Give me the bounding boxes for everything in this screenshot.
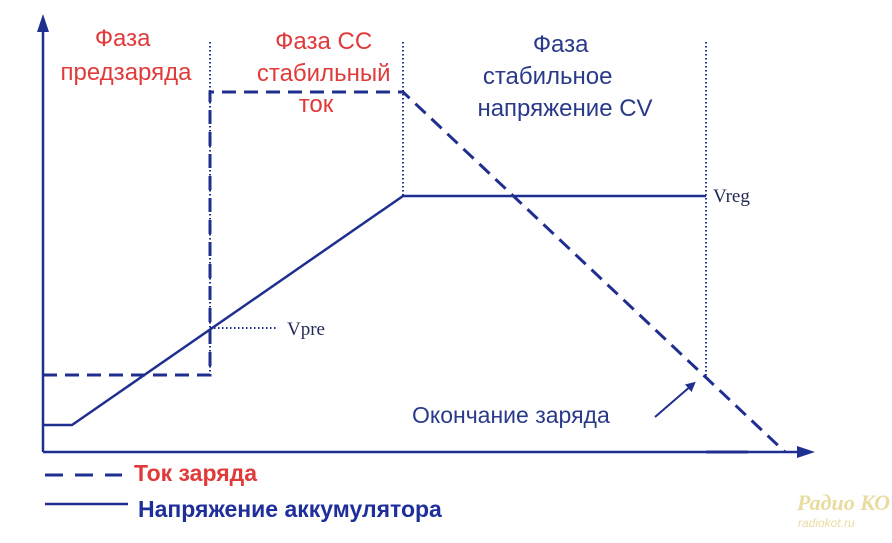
legend-current-label: Ток заряда <box>134 460 257 486</box>
battery-voltage-curve <box>43 194 706 427</box>
axes <box>37 14 815 458</box>
vreg-label: Vreg <box>713 186 750 207</box>
charge-current-curve <box>43 90 787 454</box>
legend-voltage-label: Напряжение аккумулятора <box>138 496 442 522</box>
y-axis-arrow-icon <box>37 14 49 32</box>
watermark-site: radiokot.ru <box>798 516 855 530</box>
end-of-charge-arrow-icon <box>654 381 696 418</box>
watermark-logo: Радио КОТ radiokot.ru <box>796 490 892 530</box>
x-axis-arrow-icon <box>797 446 815 458</box>
phase-precharge-title: Фаза предзаряда <box>61 25 193 86</box>
phase-separators <box>209 42 707 376</box>
legend: Ток заряда Напряжение аккумулятора <box>45 460 442 522</box>
vpre-label: Vpre <box>287 319 325 340</box>
phase-cc-title: Фаза CC стабильный ток <box>257 28 397 118</box>
phase-cv-title: Фаза стабильное напряжение CV <box>477 31 652 122</box>
end-of-charge-label: Окончание заряда <box>412 402 610 428</box>
watermark-brand: Радио КОТ <box>796 490 892 515</box>
